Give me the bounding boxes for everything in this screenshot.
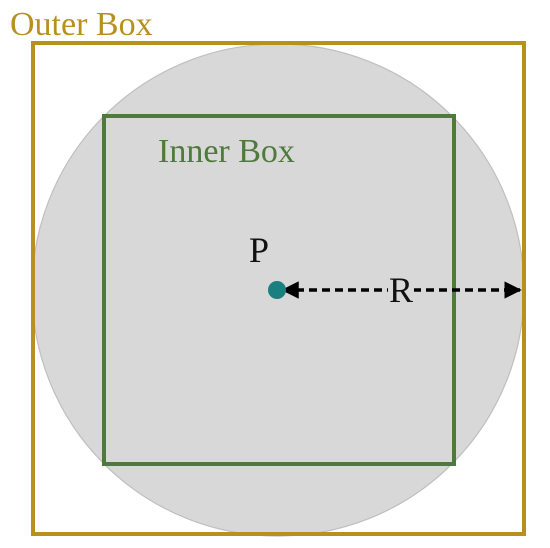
point-p-marker (268, 281, 286, 299)
outer-box (31, 41, 526, 536)
inner-box-label: Inner Box (158, 133, 295, 170)
outer-box-label: Outer Box (10, 6, 153, 43)
radius-label: R (388, 270, 415, 310)
point-p-label: P (249, 230, 270, 270)
